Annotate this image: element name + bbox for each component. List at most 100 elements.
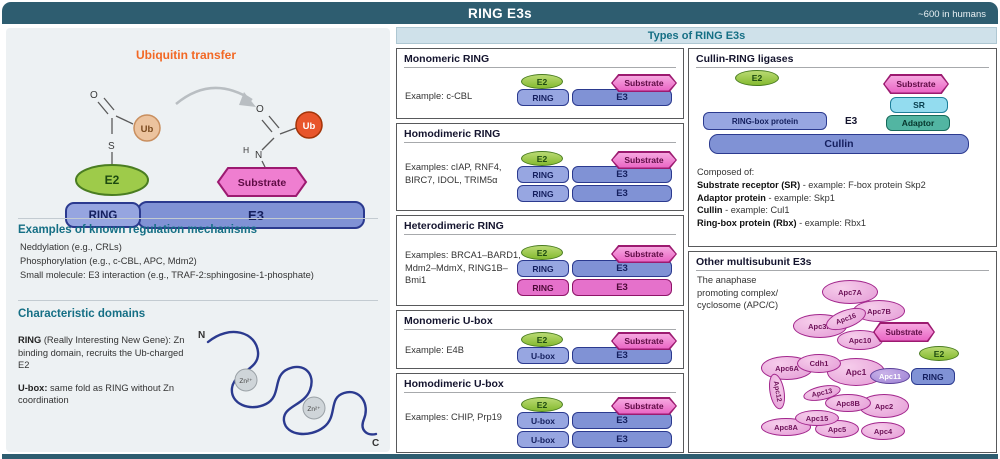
zinc-finger-diagram: N Zn²⁺ Zn²⁺ C: [198, 330, 379, 448]
homodimeric-ring-diagram: E2 Substrate RING E3 RING E3: [517, 151, 677, 209]
oxygen-atom-label: O: [90, 90, 98, 101]
e2-enzyme: E2: [735, 70, 779, 86]
ring-box-protein: RING-box protein: [703, 112, 827, 130]
apc-subunit: Apc7A: [822, 280, 878, 304]
hydrogen-atom-label: H: [243, 145, 249, 155]
ring-label: RING: [89, 210, 118, 222]
homodimeric-ubox-diagram: E2 Substrate U-box E3 U-box E3: [517, 397, 677, 455]
transfer-arrowhead-icon: [239, 92, 256, 107]
e3-label: E3: [248, 208, 264, 223]
panel-title: Cullin-RING ligases: [696, 53, 989, 68]
e2-enzyme: E2: [521, 397, 563, 412]
regulation-list: Neddylation (e.g., CRLs) Phosphorylation…: [20, 240, 380, 282]
ubox-definition: U-box: same fold as RING without Zn coor…: [18, 382, 175, 406]
ring-e3-unit: RING E3: [517, 260, 672, 277]
substrate-hexagon: Substrate: [611, 151, 677, 169]
monomeric-ring-panel: Monomeric RING Example: c-CBL E2 Substra…: [396, 48, 684, 119]
ring-e3-unit: RING E3: [517, 89, 672, 106]
ubox-domain: U-box: [517, 412, 569, 429]
e2-enzyme-ellipse: [75, 164, 149, 196]
ubiquitin-transfer-heading: Ubiquitin transfer: [135, 48, 236, 62]
ring-domain: RING: [517, 279, 569, 296]
n-terminus-label: N: [198, 330, 205, 341]
ubox-domain: U-box: [517, 431, 569, 448]
ring-definition: RING (Really Interesting New Gene): Zn b…: [18, 335, 185, 370]
example-text: Example: c-CBL: [405, 91, 473, 101]
substrate-label: Substrate: [624, 155, 664, 165]
ubiquitin-label: Ub: [303, 121, 316, 132]
substrate-label: Substrate: [624, 336, 664, 346]
homodimeric-ring-panel: Homodimeric RING Examples: cIAP, RNF4, B…: [396, 123, 684, 211]
c-terminus-label: C: [372, 438, 379, 448]
left-overview-panel: Ubiquitin transfer O Ub S E2 H: [6, 28, 390, 452]
example-text: Examples: CHIP, Prp19: [405, 412, 502, 422]
example-text: Example: E4B: [405, 345, 464, 355]
footer-bar: [2, 454, 998, 459]
types-section-heading: Types of RING E3s: [396, 27, 997, 44]
panel-title: Monomeric RING: [404, 53, 676, 68]
component-line: Substrate receptor (SR) - example: F-box…: [697, 179, 926, 190]
regulation-item: Small molecule: E3 interaction (e.g., TR…: [20, 270, 314, 280]
apc-description: The anaphase promoting complex/ cyclosom…: [697, 275, 779, 310]
substrate-label: Substrate: [624, 401, 664, 411]
e2-enzyme: E2: [521, 74, 563, 89]
substrate-label: Substrate: [238, 177, 287, 189]
zinc-label: Zn²⁺: [307, 406, 321, 413]
e3-ligase: E3: [572, 279, 672, 296]
monomeric-ubox-panel: Monomeric U-box Example: E4B E2 Substrat…: [396, 310, 684, 369]
ubox-e3-unit: U-box E3: [517, 347, 672, 364]
substrate-label: Substrate: [896, 79, 936, 89]
e3-ligase: E3: [572, 431, 672, 448]
component-line: Ring-box protein (Rbx) - example: Rbx1: [697, 218, 866, 229]
e2-label: E2: [105, 173, 120, 187]
sulfur-atom-label: S: [108, 141, 115, 152]
ring-e3-unit: RING E3: [517, 166, 672, 183]
zinc-ion-circle: [234, 368, 258, 392]
regulation-heading: Examples of known regulation mechanisms: [18, 224, 258, 236]
substrate-hexagon: [216, 167, 308, 197]
panel-title: Homodimeric U-box: [404, 378, 676, 393]
divider: [18, 218, 378, 219]
substrate-label: Substrate: [885, 327, 923, 337]
homodimeric-ubox-panel: Homodimeric U-box Examples: CHIP, Prp19 …: [396, 373, 684, 453]
apc11-subunit: Apc11: [870, 368, 910, 384]
apc-subunit: Apc4: [861, 422, 905, 440]
substrate-hexagon: Substrate: [883, 74, 949, 94]
panel-title: Homodimeric RING: [404, 128, 676, 143]
example-text: Examples: cIAP, RNF4, BIRC7, IDOL, TRIM5…: [405, 162, 502, 185]
ubiquitin-transfer-diagram: O Ub S E2 H N O Ub Substrate E3 RING: [65, 86, 365, 229]
header-count-note: ~600 in humans: [918, 9, 986, 20]
multisubunit-panel: Other multisubunit E3s The anaphase prom…: [688, 251, 997, 453]
regulation-item: Neddylation (e.g., CRLs): [20, 242, 122, 252]
component-line: Adaptor protein - example: Skp1: [697, 192, 835, 203]
composed-of-list: Composed of: Substrate receptor (SR) - e…: [697, 166, 989, 230]
protein-backbone-squiggle: [206, 330, 378, 436]
apc-subunit: Apc7B: [853, 300, 905, 322]
e3-label: E3: [845, 116, 858, 127]
cullin-ring-diagram: E2 RING-box protein E3 Substrate SR Adap…: [697, 70, 987, 162]
ubox-e3-unit: U-box E3: [517, 431, 672, 448]
divider: [18, 300, 378, 301]
ring-e3-unit-partner: RING E3: [517, 279, 672, 296]
substrate-hexagon: Substrate: [611, 397, 677, 415]
substrate-hexagon: Substrate: [611, 332, 677, 350]
e2-enzyme: E2: [521, 332, 563, 347]
e2-enzyme: E2: [521, 151, 563, 166]
substrate-label: Substrate: [624, 78, 664, 88]
apc-complex-diagram: Apc7A Apc7B Apc3A Apc6A Apc8A Apc5 Apc4 …: [689, 252, 996, 452]
ring-e3-unit: RING E3: [517, 185, 672, 202]
panel-title: Heterodimeric RING: [404, 220, 676, 235]
composed-heading: Composed of:: [697, 167, 755, 177]
figure-title: RING E3s: [468, 6, 532, 21]
cullin-scaffold: Cullin: [709, 134, 969, 154]
ring-domain: RING: [517, 89, 569, 106]
domains-description: RING (Really Interesting New Gene): Zn b…: [18, 334, 190, 407]
regulation-item: Phosphorylation (e.g., c-CBL, APC, Mdm2): [20, 256, 197, 266]
cullin-ring-panel: Cullin-RING ligases E2 RING-box protein …: [688, 48, 997, 247]
panel-title: Other multisubunit E3s: [696, 256, 989, 271]
apc-subunit: Apc15: [795, 410, 839, 426]
header-bar: RING E3s ~600 in humans: [2, 2, 998, 24]
heterodimeric-ring-diagram: E2 Substrate RING E3 RING E3: [517, 245, 677, 303]
e3-ligase: E3: [572, 185, 672, 202]
